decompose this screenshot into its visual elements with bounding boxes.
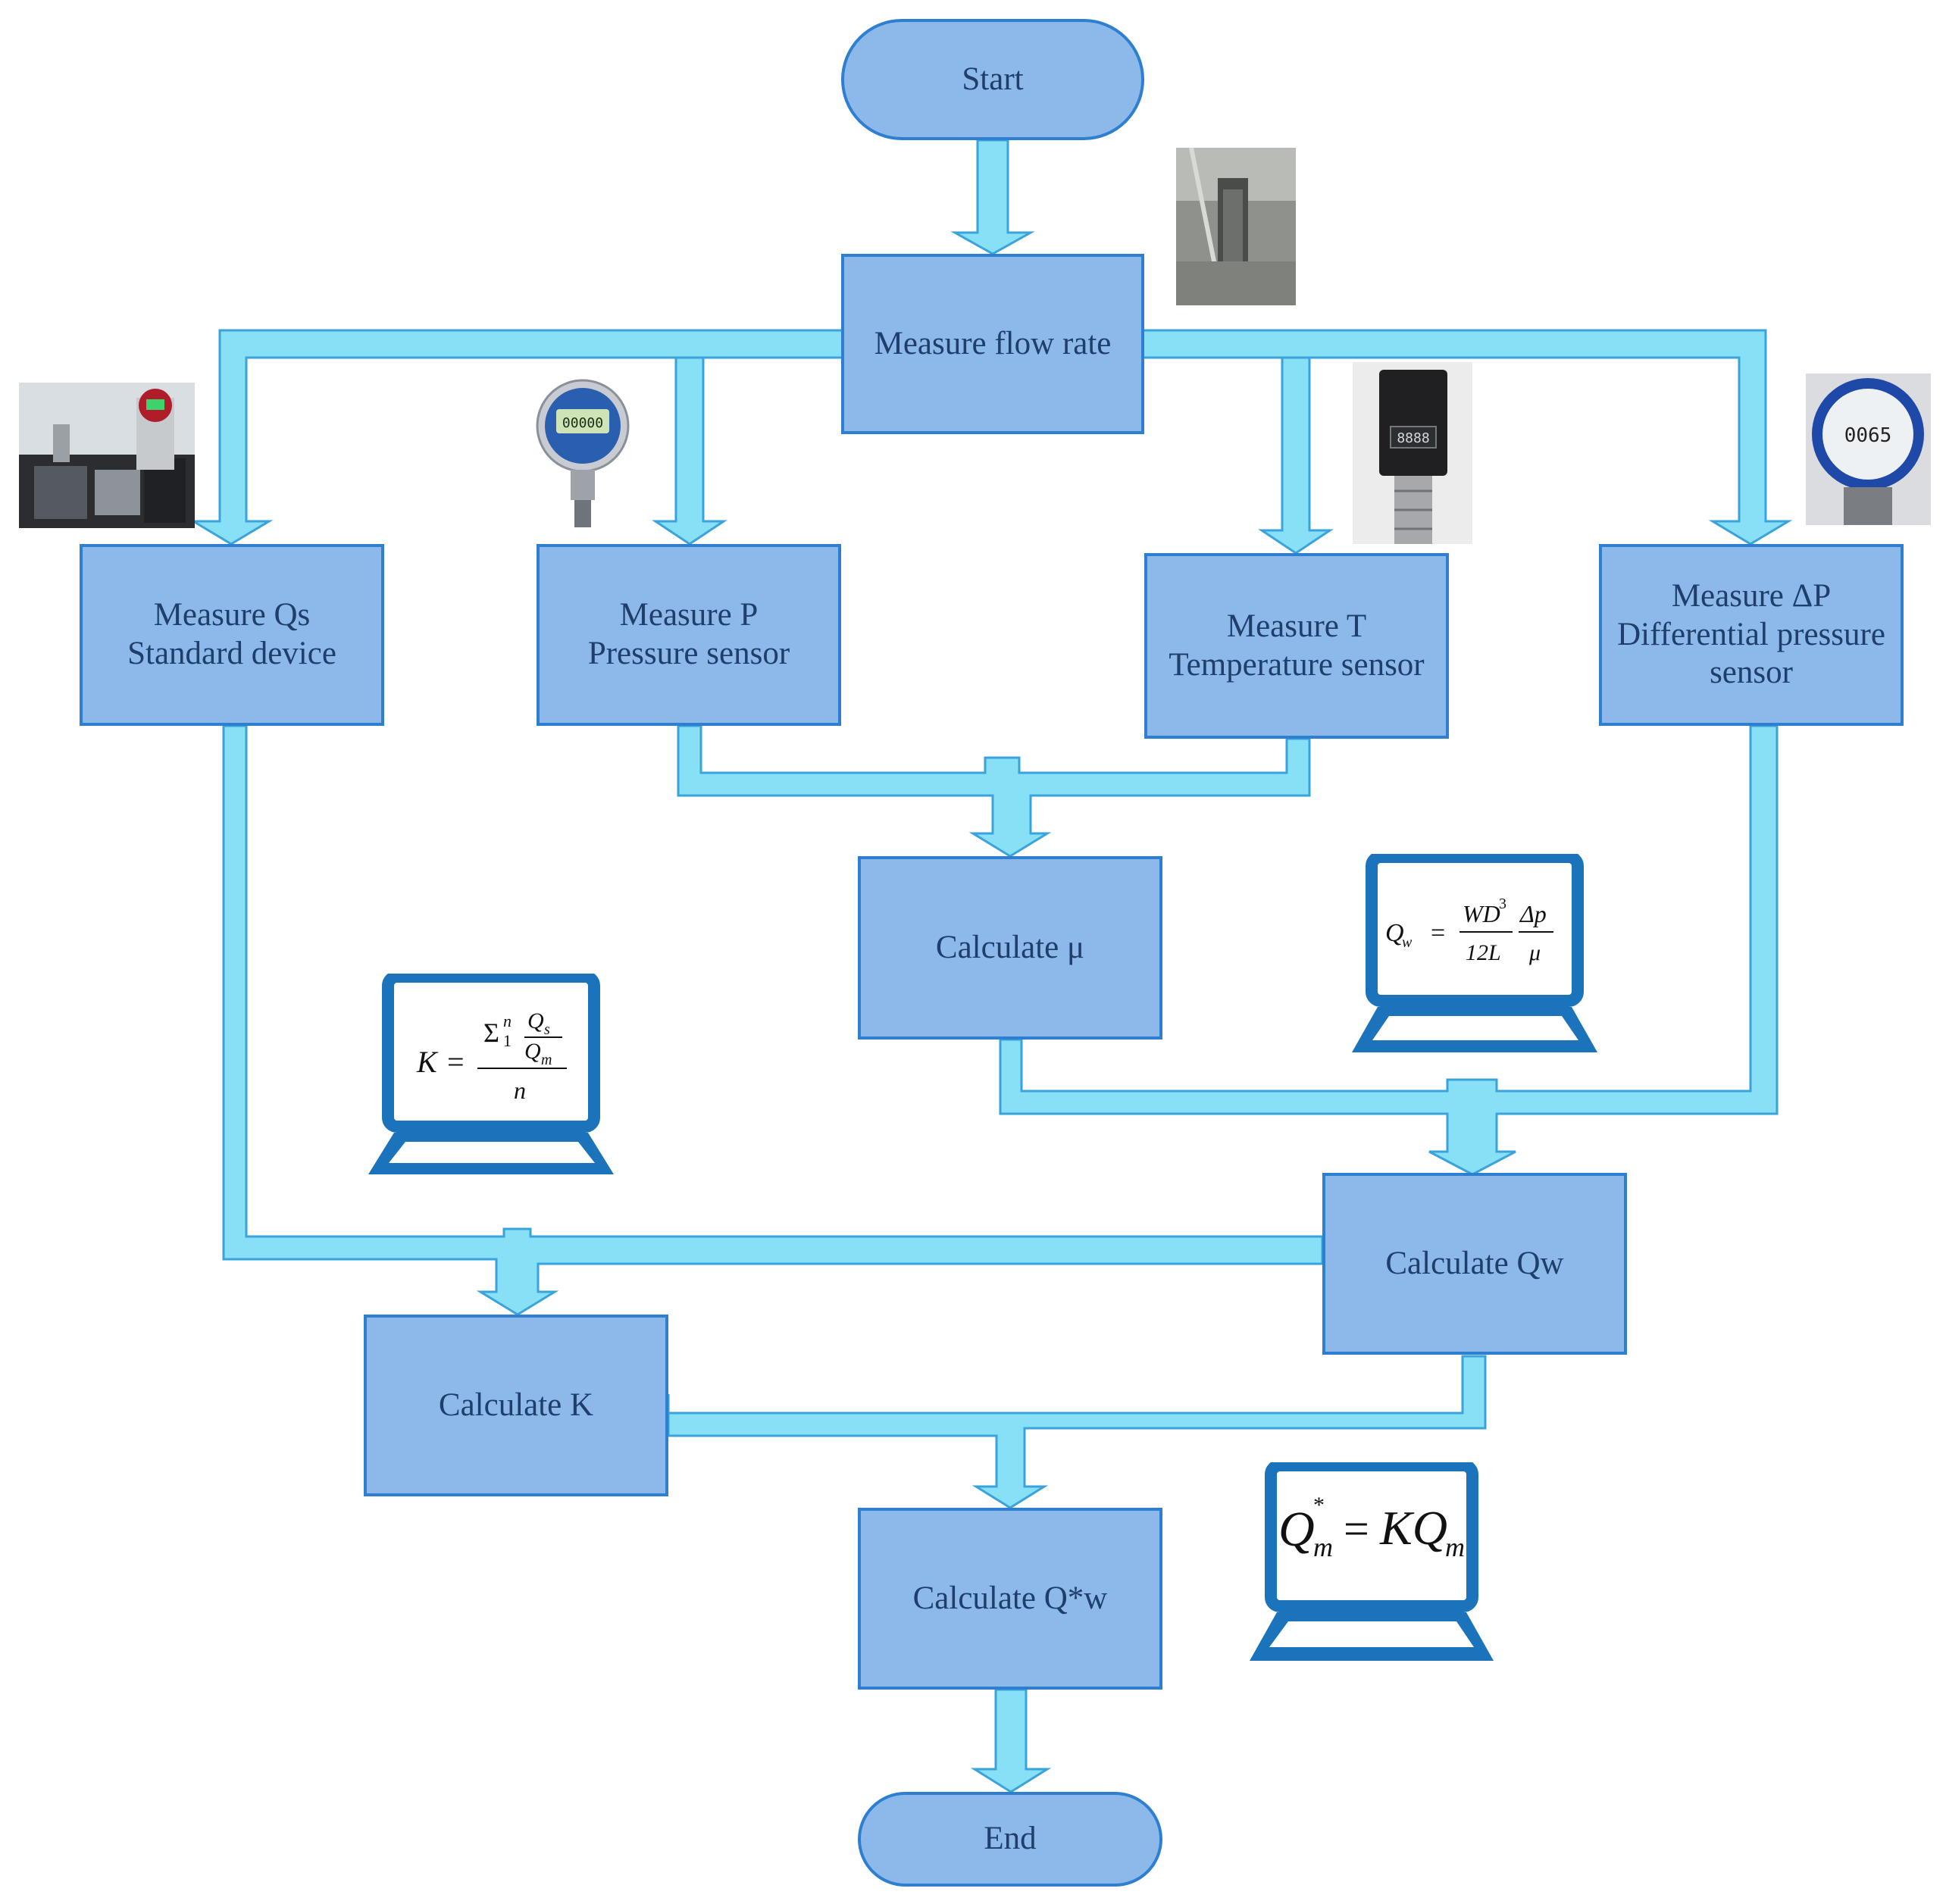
temperature-sensor-illustration: 8888 (1353, 362, 1472, 544)
formula-qstar-eq: = (1344, 1504, 1369, 1554)
formula-qw-f2-den: μ (1528, 940, 1541, 965)
arrow-qstar-to-end (970, 1688, 1052, 1793)
arrow-kqw-to-qstar (667, 1355, 1487, 1509)
formula-k-den: Q (524, 1039, 541, 1064)
measure-p-node: Measure P Pressure sensor (537, 544, 841, 726)
formula-qstar-lhs-sup: * (1313, 1493, 1325, 1518)
formula-qstar: Q * m = KQ m (1278, 1493, 1465, 1562)
start-node: Start (841, 19, 1144, 140)
calculate-k-label: Calculate K (438, 1387, 594, 1423)
formula-qstar-rhs-sub: m (1445, 1532, 1465, 1562)
laptop-qw-formula: Q w = WD 3 12L Δp μ (1352, 854, 1597, 1052)
formula-k-bottom: n (514, 1077, 526, 1104)
end-node: End (858, 1792, 1162, 1887)
formula-k: K = Σ n 1 Q s Q m n (416, 1008, 567, 1104)
formula-qw-f2-num: Δp (1519, 900, 1547, 927)
start-label: Start (962, 61, 1024, 97)
arrow-flow-to-dp (1139, 329, 1793, 546)
pressure-gauge-photo: 00000 (529, 379, 637, 530)
arrow-mudp-to-qw (999, 724, 1779, 1176)
calculate-qstar-label: Calculate Q*w (912, 1580, 1108, 1616)
formula-k-num-sub: s (544, 1021, 550, 1038)
measure-dp-node: Measure ΔP Differential pressure sensor (1599, 544, 1904, 726)
arrow-qsqw-to-k (222, 724, 1324, 1316)
differential-pressure-gauge-photo: 0065 (1806, 374, 1931, 525)
measure-t-line2: Temperature sensor (1169, 646, 1425, 683)
formula-k-sup: n (503, 1011, 512, 1030)
calculate-qw-node: Calculate Qw (1322, 1173, 1627, 1355)
measure-flow-rate-node: Measure flow rate (841, 254, 1144, 434)
formula-qw-lhs: Q (1385, 919, 1404, 947)
calculate-mu-label: Calculate μ (935, 929, 1085, 965)
measure-dp-line3: sensor (1710, 655, 1793, 691)
formula-k-num: Q (527, 1008, 544, 1033)
calculate-mu-node: Calculate μ (858, 856, 1162, 1040)
formula-k-sub: 1 (503, 1031, 512, 1050)
formula-qstar-rhs: KQ (1379, 1501, 1447, 1555)
flow-channel-photo (1176, 148, 1296, 305)
arrow-flow-to-p (652, 356, 727, 546)
pressure-gauge-illustration: 00000 (536, 379, 630, 527)
measure-flow-rate-label: Measure flow rate (874, 325, 1112, 361)
arrow-flow-to-t (1258, 356, 1334, 555)
temperature-sensor-reading: 8888 (1397, 430, 1429, 446)
differential-pressure-illustration: 0065 (1806, 374, 1931, 525)
formula-qw-f1-den: 12L (1466, 940, 1501, 965)
calculate-qw-label: Calculate Qw (1385, 1245, 1564, 1281)
measure-p-line1: Measure P (619, 597, 759, 633)
arrow-flow-to-qs (189, 329, 845, 546)
measure-qs-line2: Standard device (127, 636, 336, 671)
measure-qs-node: Measure Qs Standard device (80, 544, 384, 726)
measure-dp-line2: Differential pressure (1617, 616, 1885, 652)
formula-qw: Q w = WD 3 12L Δp μ (1385, 896, 1553, 965)
measure-qs-line1: Measure Qs (153, 597, 311, 633)
measure-dp-line1: Measure ΔP (1671, 577, 1832, 614)
formula-k-lhs: K (416, 1045, 439, 1079)
formula-qstar-lhs-sub: m (1313, 1532, 1333, 1562)
arrow-pt-to-mu (677, 724, 1311, 858)
laptop-qstar-formula: Q * m = KQ m (1250, 1462, 1494, 1661)
formula-k-den-sub: m (541, 1052, 552, 1068)
formula-k-sum: Σ (483, 1018, 499, 1048)
measure-t-node: Measure T Temperature sensor (1144, 553, 1449, 739)
formula-k-eq: = (447, 1045, 465, 1079)
standard-device-photo (19, 383, 195, 528)
formula-qstar-lhs: Q (1278, 1502, 1315, 1557)
measure-t-line1: Measure T (1226, 608, 1367, 644)
flow-channel-illustration (1176, 148, 1296, 305)
arrow-start-to-flow (950, 139, 1035, 255)
calculate-qstar-node: Calculate Q*w (858, 1508, 1162, 1690)
formula-qw-lhs-sub: w (1402, 934, 1413, 951)
formula-qw-f1-num: WD (1463, 900, 1500, 927)
pressure-gauge-reading: 00000 (562, 415, 603, 431)
formula-qw-f1-sup: 3 (1499, 896, 1506, 912)
standard-device-illustration (19, 383, 195, 528)
formula-qw-eq: = (1431, 919, 1445, 947)
diff-pressure-reading: 0065 (1844, 424, 1892, 447)
measure-p-line2: Pressure sensor (587, 636, 790, 671)
end-label: End (984, 1821, 1037, 1857)
calculate-k-node: Calculate K (364, 1315, 668, 1496)
laptop-k-formula: K = Σ n 1 Q s Q m n (368, 974, 614, 1174)
temperature-sensor-photo: 8888 (1353, 362, 1472, 544)
